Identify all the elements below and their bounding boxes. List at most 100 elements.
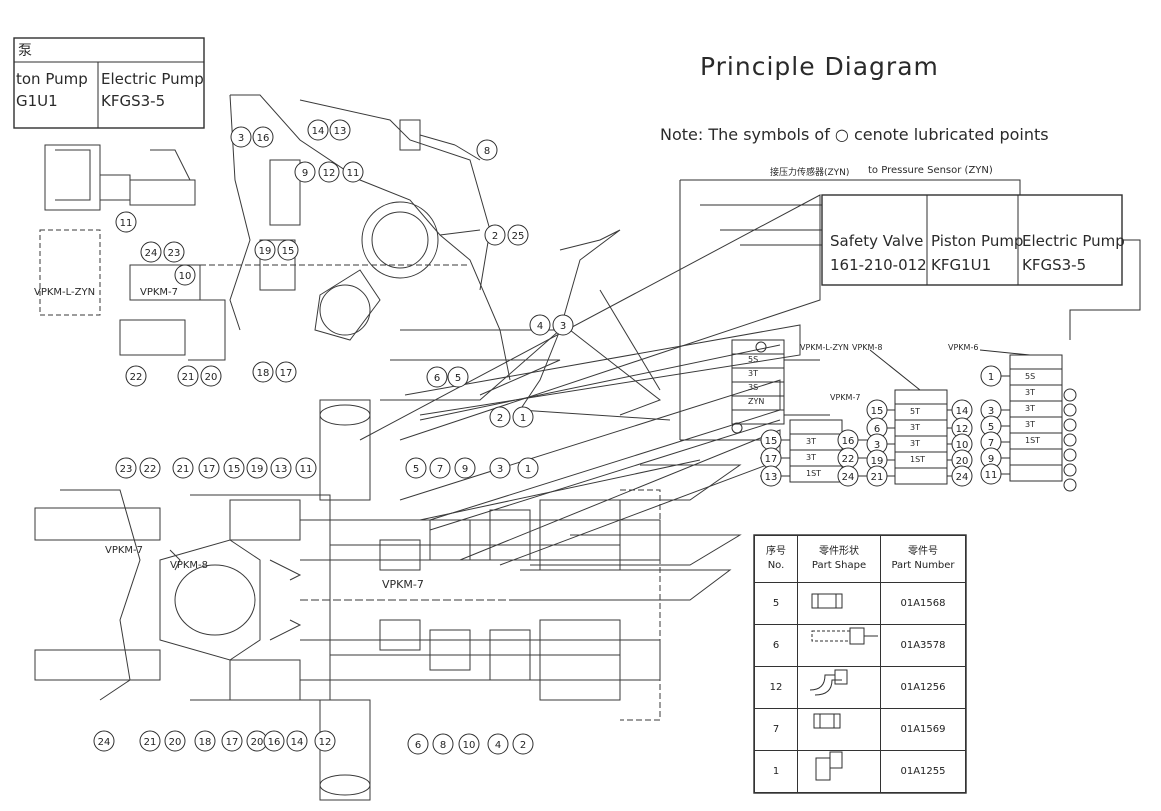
lubrication-point: 11 — [980, 463, 1002, 485]
lubrication-point: 19 — [246, 457, 268, 479]
lubrication-point: 14 — [951, 399, 973, 421]
lubrication-point-label: 14 — [956, 406, 969, 417]
row-shape — [797, 624, 881, 667]
header-part-number: 零件号 Part Number — [880, 535, 966, 583]
row-no: 7 — [754, 708, 798, 751]
lubrication-point: 15 — [866, 399, 888, 421]
note-suffix: cenote lubricated points — [848, 125, 1049, 144]
lubrication-point-label: 3 — [988, 406, 994, 417]
valve-row-label: 3T — [806, 437, 816, 446]
lubrication-point-label: 10 — [179, 271, 192, 282]
valve-label-vpkm7: VPKM-7 — [830, 393, 861, 402]
table-row: 5 01A1568 — [754, 582, 966, 625]
lubrication-point-label: 8 — [440, 740, 446, 751]
lubrication-point-label: 4 — [537, 321, 543, 332]
lubrication-point-label: 9 — [302, 168, 308, 179]
lubrication-point: 24 — [837, 465, 859, 487]
valve-row-label: 3T — [748, 369, 758, 378]
lubrication-point: 14 — [286, 730, 308, 752]
lubrication-point: 15 — [760, 429, 782, 451]
valve-row-label: 1ST — [910, 455, 926, 464]
lubrication-point: 11 — [295, 457, 317, 479]
lubrication-point: 3 — [230, 126, 252, 148]
header-shape-cn: 零件形状 — [819, 546, 859, 557]
lubrication-point-label: 20 — [251, 737, 264, 748]
row-part-number: 01A1569 — [880, 708, 966, 751]
row-part-number: 01A1568 — [880, 582, 966, 625]
lubrication-point: 16 — [252, 126, 274, 148]
lubrication-point: 9 — [294, 161, 316, 183]
drawing-label-vpkml: VPKM-L-ZYN — [34, 287, 96, 298]
lubrication-point-label: 11 — [300, 464, 313, 475]
lubrication-point: 18 — [194, 730, 216, 752]
lubrication-point-label: 14 — [291, 737, 304, 748]
lubrication-point-label: 16 — [257, 133, 270, 144]
lubrication-point: 18 — [252, 361, 274, 383]
lubrication-point-label: 3 — [560, 321, 566, 332]
lubrication-point: 9 — [980, 447, 1002, 469]
row-part-number: 01A1256 — [880, 666, 966, 709]
tl-header-cn: 泵 — [18, 43, 32, 59]
lubrication-point-label: 2 — [497, 413, 503, 424]
valve-row-label: 3T — [1025, 388, 1035, 397]
lubrication-point: 1 — [517, 457, 539, 479]
lubrication-point-label: 1 — [988, 372, 994, 383]
lubrication-point: 16 — [263, 730, 285, 752]
lubrication-point-label: 6 — [415, 740, 421, 751]
pump-col2-line1: Piston Pump — [931, 232, 1024, 250]
lubrication-point-label: 22 — [144, 464, 157, 475]
lubrication-point: 19 — [254, 239, 276, 261]
row-part-number: 01A3578 — [880, 624, 966, 667]
lubrication-point-label: 14 — [312, 126, 325, 137]
lubrication-point: 21 — [139, 730, 161, 752]
lubrication-point: 11 — [115, 211, 137, 233]
lubrication-point-label: 24 — [98, 737, 111, 748]
lubrication-point-label: 21 — [177, 464, 190, 475]
lubrication-point: 9 — [454, 457, 476, 479]
valve-label-vpkm8: VPKM-8 — [852, 343, 883, 352]
lubrication-point: 22 — [837, 447, 859, 469]
lubrication-point-label: 20 — [169, 737, 182, 748]
note-symbol: ○ — [834, 125, 849, 144]
drawing-label-vpkm8: VPKM-8 — [170, 560, 209, 571]
lubrication-point-label: 9 — [988, 454, 994, 465]
row-shape — [797, 750, 881, 793]
lubrication-point: 6 — [407, 733, 429, 755]
lubrication-point: 2 — [512, 733, 534, 755]
lubrication-point-label: 21 — [144, 737, 157, 748]
pump-col1-line1: Safety Valve — [830, 232, 924, 250]
lubrication-point: 3 — [866, 433, 888, 455]
valve-row-label: 5S — [1025, 372, 1036, 381]
lubrication-point-label: 15 — [871, 406, 884, 417]
lubrication-point: 20 — [200, 365, 222, 387]
parts-table: 序号 No. 零件形状 Part Shape 零件号 Part Number 5… — [754, 535, 966, 793]
lubrication-point-label: 11 — [120, 218, 133, 229]
pressure-sensor-cn: 接压力传感器(ZYN) — [770, 168, 850, 178]
lubrication-point: 2 — [489, 406, 511, 428]
lubrication-point-label: 12 — [323, 168, 336, 179]
pump-table-right — [679, 179, 1141, 441]
lubrication-point-label: 6 — [874, 424, 880, 435]
lubrication-point-label: 3 — [238, 133, 244, 144]
lubrication-point-label: 1 — [520, 413, 526, 424]
lubrication-point-label: 7 — [988, 438, 994, 449]
row-no: 1 — [754, 750, 798, 793]
lubrication-point: 4 — [487, 733, 509, 755]
lubrication-point-label: 6 — [434, 373, 440, 384]
row-no: 5 — [754, 582, 798, 625]
row-shape — [797, 582, 881, 625]
header-pn-en: Part Number — [891, 560, 955, 571]
lubrication-point-label: 2 — [492, 231, 498, 242]
lubrication-point-label: 9 — [462, 464, 468, 475]
lubrication-point: 7 — [429, 457, 451, 479]
lubrication-point: 12 — [318, 161, 340, 183]
valve-label-vpkm6: VPKM-6 — [948, 343, 979, 352]
lubrication-point: 14 — [307, 119, 329, 141]
lubrication-point: 8 — [476, 139, 498, 161]
lubrication-point-label: 13 — [765, 472, 778, 483]
pump-col3-line2: KFGS3-5 — [1022, 256, 1087, 274]
note-text: Note: The symbols of ○ cenote lubricated… — [660, 125, 1049, 144]
